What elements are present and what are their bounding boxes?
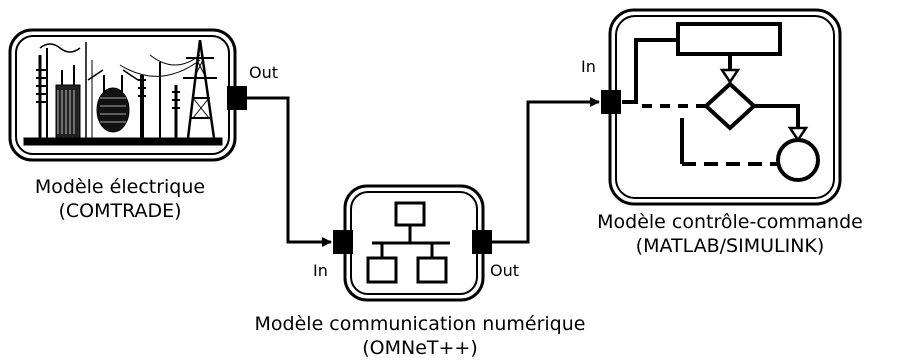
electrical-model-title: Modèle électrique (COMTRADE)	[0, 175, 240, 223]
network-out-label: Out	[490, 261, 520, 280]
control-in-label: In	[581, 57, 596, 76]
network-in-port[interactable]	[333, 230, 353, 254]
network-model-title: Modèle communication numérique (OMNeT++)	[210, 312, 630, 360]
electrical-model-name: Modèle électrique	[34, 176, 206, 198]
flowchart-icon	[622, 22, 820, 182]
electrical-model-format: (COMTRADE)	[58, 200, 182, 222]
electrical-out-port[interactable]	[227, 86, 247, 110]
connector-electrical-to-network	[247, 96, 332, 247]
network-out-port[interactable]	[472, 230, 492, 254]
electrical-out-label: Out	[249, 63, 279, 82]
control-in-port[interactable]	[601, 90, 621, 114]
electrical-substation-icon	[23, 39, 223, 146]
network-topology-icon	[366, 201, 450, 284]
network-model-name: Modèle communication numérique	[254, 313, 586, 335]
network-in-label: In	[313, 261, 328, 280]
control-model-title: Modèle contrôle-commande (MATLAB/SIMULIN…	[570, 210, 890, 258]
connector-network-to-control	[492, 97, 600, 244]
control-model-name: Modèle contrôle-commande	[597, 211, 863, 233]
control-model-format: (MATLAB/SIMULINK)	[635, 235, 825, 257]
network-model-format: (OMNeT++)	[362, 337, 478, 359]
